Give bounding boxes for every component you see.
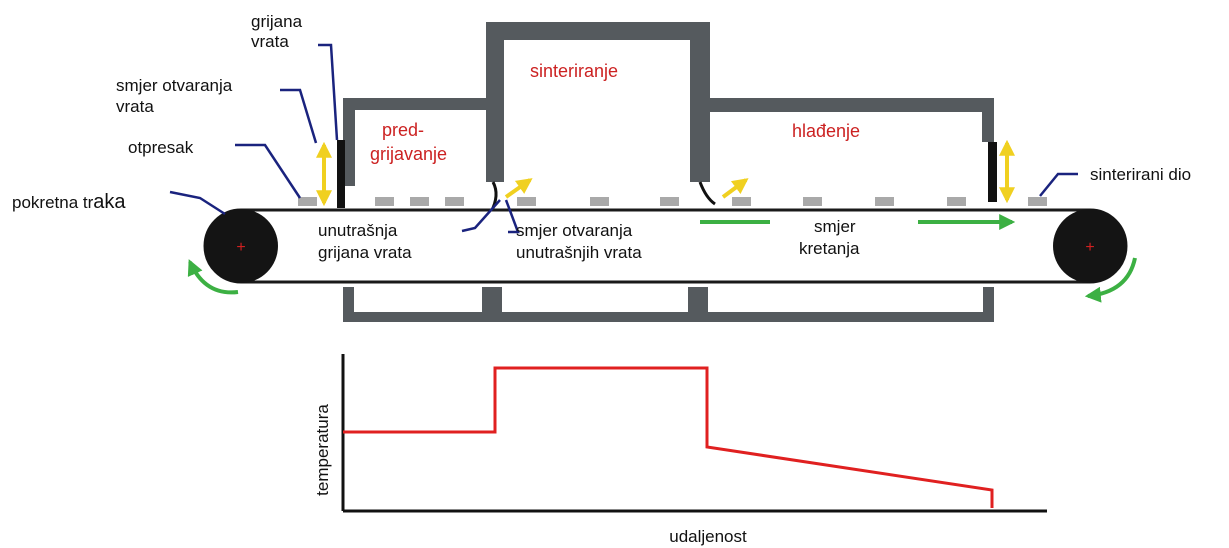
bottom-housing-floor bbox=[343, 312, 994, 322]
label-compact: otpresak bbox=[128, 138, 194, 157]
entry-door bbox=[337, 140, 345, 208]
graph-ylabel: temperatura bbox=[313, 404, 332, 496]
label-motion-dir: smjer kretanja bbox=[799, 217, 860, 258]
label-belt: pokretna traka bbox=[12, 191, 126, 213]
leader-heated-door bbox=[318, 43, 339, 141]
sintering-roof bbox=[486, 22, 710, 40]
part bbox=[803, 197, 822, 206]
label-inner-door-open-dir: smjer otvaranja unutrašnjih vrata bbox=[516, 221, 642, 262]
part bbox=[732, 197, 751, 206]
label-heated-door: grijana vrata bbox=[251, 12, 307, 51]
left-roller-center: + bbox=[236, 239, 245, 256]
parts-on-belt bbox=[298, 197, 1047, 206]
furnace bbox=[343, 22, 997, 322]
left-roller bbox=[204, 209, 278, 283]
bottom-housing-left bbox=[343, 287, 354, 322]
part bbox=[445, 197, 464, 206]
label-door-open-dir: smjer otvaranja vrata bbox=[116, 76, 237, 116]
temperature-graph: temperatura udaljenost bbox=[313, 354, 1047, 546]
right-roller-rotation-arrow bbox=[1084, 257, 1137, 303]
temperature-curve bbox=[343, 366, 994, 508]
leader-inner-door-open-dir bbox=[504, 199, 520, 234]
cooling-right-wall bbox=[982, 98, 994, 142]
motion-arrows bbox=[187, 214, 1137, 303]
leader-sintered-part bbox=[1039, 172, 1078, 197]
part bbox=[298, 197, 317, 206]
part bbox=[517, 197, 536, 206]
leader-lines bbox=[169, 43, 1078, 234]
left-roller-rotation-arrow bbox=[187, 259, 239, 295]
leader-inner-heated-doors bbox=[461, 199, 501, 233]
part bbox=[947, 197, 966, 206]
conveyor-belt: + + bbox=[203, 208, 1128, 284]
leader-door-open-dir bbox=[280, 88, 318, 144]
zone-preheat: pred- grijavanje bbox=[370, 120, 447, 164]
part bbox=[410, 197, 429, 206]
part bbox=[875, 197, 894, 206]
cooling-roof bbox=[705, 98, 994, 112]
preheat-roof bbox=[343, 98, 493, 110]
leader-compact bbox=[235, 143, 302, 199]
part bbox=[375, 197, 394, 206]
part bbox=[590, 197, 609, 206]
zone-sintering: sinteriranje bbox=[530, 61, 618, 81]
bottom-housing-divider-1 bbox=[482, 287, 502, 322]
label-sintered-part: sinterirani dio bbox=[1090, 165, 1191, 184]
exit-door bbox=[988, 142, 997, 202]
bottom-housing-divider-2 bbox=[688, 287, 708, 322]
right-roller bbox=[1053, 209, 1127, 283]
preheat-left-wall bbox=[343, 98, 355, 186]
right-roller-center: + bbox=[1085, 239, 1094, 256]
inner-door-1-arrow bbox=[504, 178, 533, 199]
label-inner-heated-doors: unutrašnja grijana vrata bbox=[318, 221, 412, 262]
zone-cooling: hlađenje bbox=[792, 121, 860, 141]
sintering-right-wall bbox=[690, 22, 710, 182]
part bbox=[1028, 197, 1047, 206]
part bbox=[660, 197, 679, 206]
sintering-left-wall bbox=[486, 22, 504, 182]
leader-belt bbox=[169, 190, 226, 216]
door-arrows bbox=[316, 139, 1015, 207]
bottom-housing-right bbox=[983, 287, 994, 322]
inner-door-2 bbox=[698, 181, 716, 206]
graph-xlabel: udaljenost bbox=[669, 527, 747, 546]
inner-door-2-arrow bbox=[721, 178, 749, 199]
